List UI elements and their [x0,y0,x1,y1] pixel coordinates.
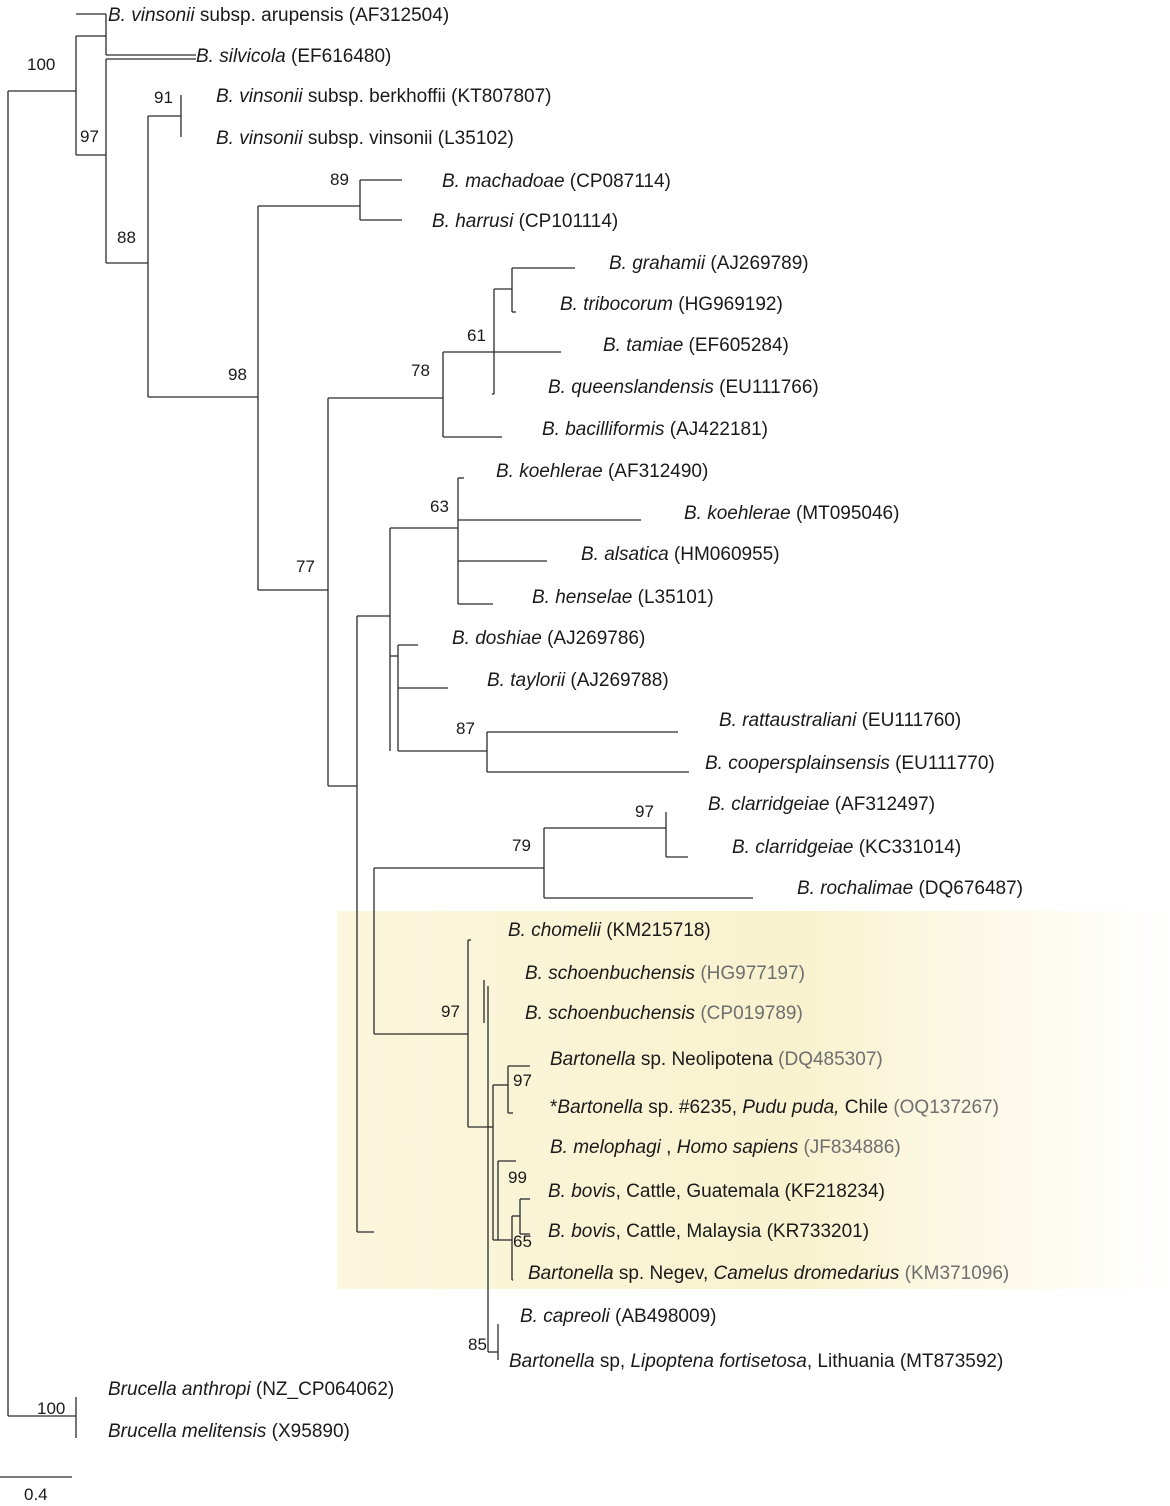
bootstrap-value: 87 [456,719,475,738]
bootstrap-value: 97 [441,1002,460,1021]
taxon-label: B. vinsonii subsp. vinsonii (L35102) [216,128,514,149]
bootstrap-value: 77 [296,557,315,576]
taxon-label: B. henselae (L35101) [532,587,714,608]
taxon-label: B. melophagi , Homo sapiens (JF834886) [550,1137,901,1158]
taxon-label: Bartonella sp. Negev, Camelus dromedariu… [528,1263,1009,1284]
bootstrap-value: 79 [512,836,531,855]
bootstrap-value: 98 [228,365,247,384]
taxon-label: B. queenslandensis (EU111766) [548,377,819,398]
taxon-label: B. vinsonii subsp. arupensis (AF312504) [108,5,449,26]
taxon-label: B. coopersplainsensis (EU111770) [705,753,995,774]
taxon-label: B. bovis, Cattle, Guatemala (KF218234) [548,1181,885,1202]
taxon-label: B. doshiae (AJ269786) [452,628,645,649]
highlighted-clade-background [337,911,1170,1289]
taxon-label: B. rochalimae (DQ676487) [797,878,1023,899]
taxon-label: Bartonella sp. Neolipotena (DQ485307) [550,1049,883,1070]
bootstrap-value: 100 [37,1399,65,1418]
taxon-label: B. taylorii (AJ269788) [487,670,669,691]
bootstrap-value: 61 [467,326,486,345]
taxon-label: B. clarridgeiae (AF312497) [708,794,935,815]
bootstrap-value: 65 [513,1232,532,1251]
taxon-label: B. grahamii (AJ269789) [609,253,809,274]
bootstrap-value: 99 [508,1168,527,1187]
taxon-label: B. rattaustraliani (EU111760) [719,710,961,731]
taxon-label: Bartonella sp, Lipoptena fortisetosa, Li… [509,1351,1003,1372]
taxon-label: B. capreoli (AB498009) [520,1306,716,1327]
taxon-label: B. bovis, Cattle, Malaysia (KR733201) [548,1221,869,1242]
taxon-label: B. machadoae (CP087114) [442,171,671,192]
scale-bar-label: 0.4 [24,1485,48,1504]
bootstrap-value: 97 [80,127,99,146]
taxon-label: B. schoenbuchensis (HG977197) [525,963,805,984]
taxon-label: B. koehlerae (MT095046) [684,503,899,524]
taxon-label: B. bacilliformis (AJ422181) [542,419,768,440]
bootstrap-value: 78 [411,361,430,380]
taxon-label: B. koehlerae (AF312490) [496,461,708,482]
bootstrap-value: 88 [117,228,136,247]
taxon-label: B. clarridgeiae (KC331014) [732,837,961,858]
bootstrap-value: 89 [330,170,349,189]
taxon-label: Brucella anthropi (NZ_CP064062) [108,1379,394,1400]
taxon-label: B. vinsonii subsp. berkhoffii (KT807807) [216,86,552,107]
taxon-label: *Bartonella sp. #6235, Pudu puda, Chile … [550,1097,999,1118]
bootstrap-value: 97 [635,802,654,821]
bootstrap-value: 97 [513,1071,532,1090]
taxon-label: B. silvicola (EF616480) [196,46,391,67]
taxon-label: B. tribocorum (HG969192) [560,294,783,315]
taxon-label: Brucella melitensis (X95890) [108,1421,350,1442]
bootstrap-value: 91 [154,88,173,107]
taxon-label: B. harrusi (CP101114) [432,211,618,232]
bootstrap-value: 85 [468,1335,487,1354]
taxon-label: B. chomelii (KM215718) [508,920,711,941]
taxon-label: B. alsatica (HM060955) [581,544,780,565]
bootstrap-value: 100 [27,55,55,74]
bootstrap-value: 63 [430,497,449,516]
taxon-label: B. tamiae (EF605284) [603,335,789,356]
taxon-label: B. schoenbuchensis (CP019789) [525,1003,803,1024]
